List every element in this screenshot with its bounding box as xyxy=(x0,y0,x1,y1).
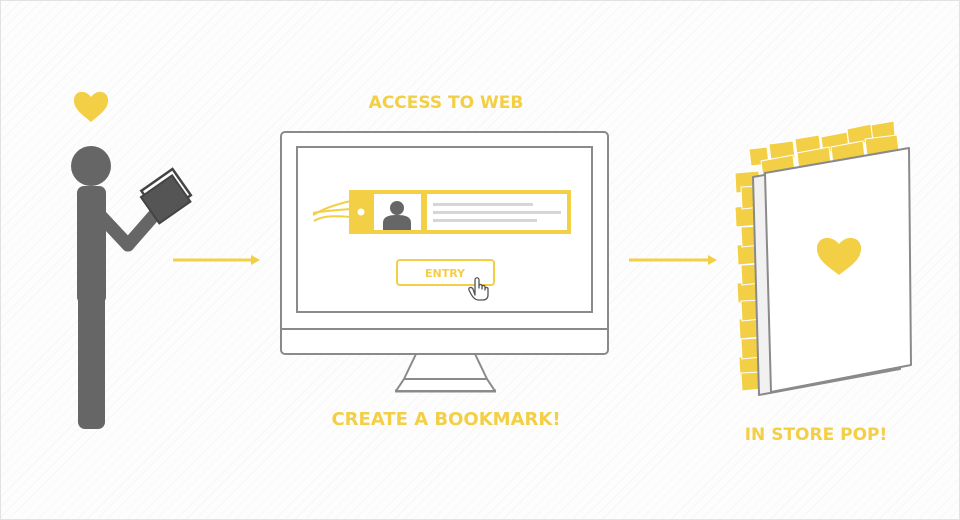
avatar-icon xyxy=(383,201,411,230)
in-store-pop-label: IN STORE POP! xyxy=(744,425,888,445)
heart-icon xyxy=(73,91,109,122)
bookmark-card xyxy=(312,190,571,234)
book-icon xyxy=(139,167,193,225)
arrow-right-icon xyxy=(629,255,717,265)
entry-button-label: ENTRY xyxy=(425,267,466,280)
store-pop-icon xyxy=(734,120,912,396)
person-group xyxy=(71,91,193,429)
heart-icon xyxy=(816,237,862,275)
entry-button[interactable]: ENTRY xyxy=(396,259,495,286)
arrow-right-icon xyxy=(173,255,260,265)
hand-cursor-icon xyxy=(468,277,489,301)
person-reading-icon xyxy=(71,146,193,429)
access-to-web-label: ACCESS TO WEB xyxy=(368,93,524,113)
create-bookmark-label: CREATE A BOOKMARK! xyxy=(331,409,561,430)
